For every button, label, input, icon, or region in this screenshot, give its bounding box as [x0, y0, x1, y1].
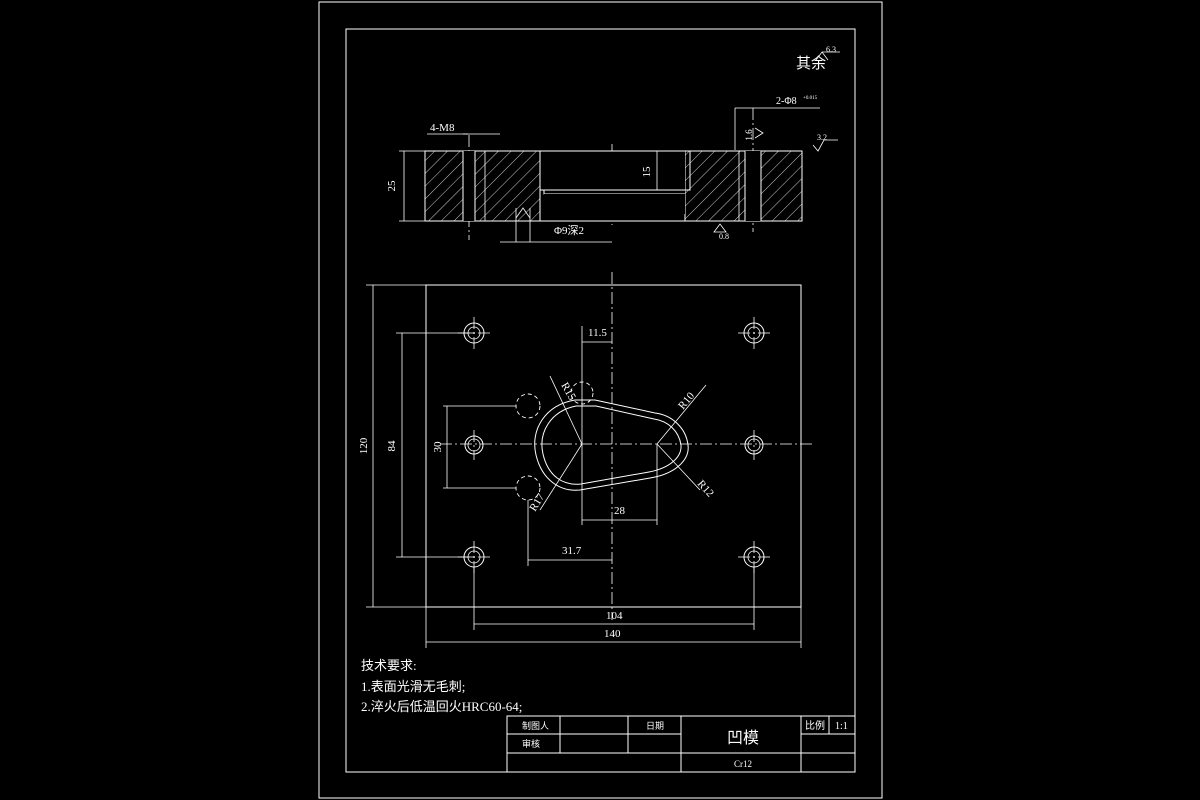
tb-designer: 制图人 [522, 720, 549, 731]
pin-callout: 2-Φ8 [776, 96, 797, 107]
dim-31-7: 31.7 [562, 545, 582, 557]
die-opening [534, 399, 689, 491]
tech-requirements: 技术要求: 1.表面光滑无毛刺; 2.淬火后低温回火HRC60-64; [361, 658, 522, 714]
section-view: 25 15 4-M8 2-Φ8 +0.015 1.6 3.2 Φ9深2 0.8 [386, 96, 838, 243]
title-top-right: 其余 [796, 54, 826, 72]
tb-date: 日期 [646, 721, 664, 731]
inner-frame [345, 28, 856, 773]
corner-hole-top-right [738, 317, 770, 349]
pin-tolerance: +0.015 [803, 96, 818, 101]
section-hatch-left [424, 150, 541, 222]
tech-req-item-2: 2.淬火后低温回火HRC60-64; [361, 699, 522, 714]
tb-reviewer: 审核 [522, 738, 540, 749]
tb-part-name: 凹模 [727, 729, 759, 747]
general-roughness-note: 其余 6.3 [796, 45, 840, 72]
pin-hole-right [744, 430, 764, 460]
tech-req-heading: 技术要求: [361, 658, 417, 673]
roughness-bottom: 0.8 [719, 232, 729, 241]
title-block: 制图人 日期 审核 凹模 比例 1:1 Cr12 [506, 715, 856, 773]
dim-28: 28 [614, 505, 626, 517]
pin-hole-left [464, 430, 484, 460]
section-hatch-right [684, 150, 803, 222]
outer-frame [318, 1, 883, 799]
tb-scale-value: 1:1 [835, 721, 848, 732]
hole-roughness: 1.6 [744, 129, 754, 141]
dim-104: 104 [606, 610, 623, 622]
hole-callout-4-m8: 4-M8 [430, 122, 455, 134]
tb-material: Cr12 [734, 759, 752, 769]
hidden-circle-top [515, 393, 541, 419]
plan-view: R15 R10 R12 R17 11.5 120 84 30 28 31.7 [358, 272, 815, 648]
tech-req-item-1: 1.表面光滑无毛刺; [361, 679, 465, 694]
dim-84: 84 [386, 440, 398, 452]
radius-r17: R17 [527, 491, 547, 513]
radius-r10: R10 [676, 390, 697, 412]
dim-11-5: 11.5 [588, 327, 607, 339]
section-outline [424, 150, 803, 222]
roughness-section-right: 3.2 [817, 133, 827, 142]
roughness-top-right: 6.3 [826, 45, 836, 54]
counterbore-callout: Φ9深2 [554, 224, 584, 237]
dim-120: 120 [358, 437, 370, 454]
plate-outline [425, 284, 802, 608]
radius-r12: R12 [695, 478, 716, 500]
dim-30: 30 [432, 441, 444, 453]
dim-height-25: 25 [386, 180, 398, 192]
dim-140: 140 [604, 628, 621, 640]
tb-scale-label: 比例 [805, 719, 825, 732]
dim-pocket-15: 15 [641, 166, 653, 178]
